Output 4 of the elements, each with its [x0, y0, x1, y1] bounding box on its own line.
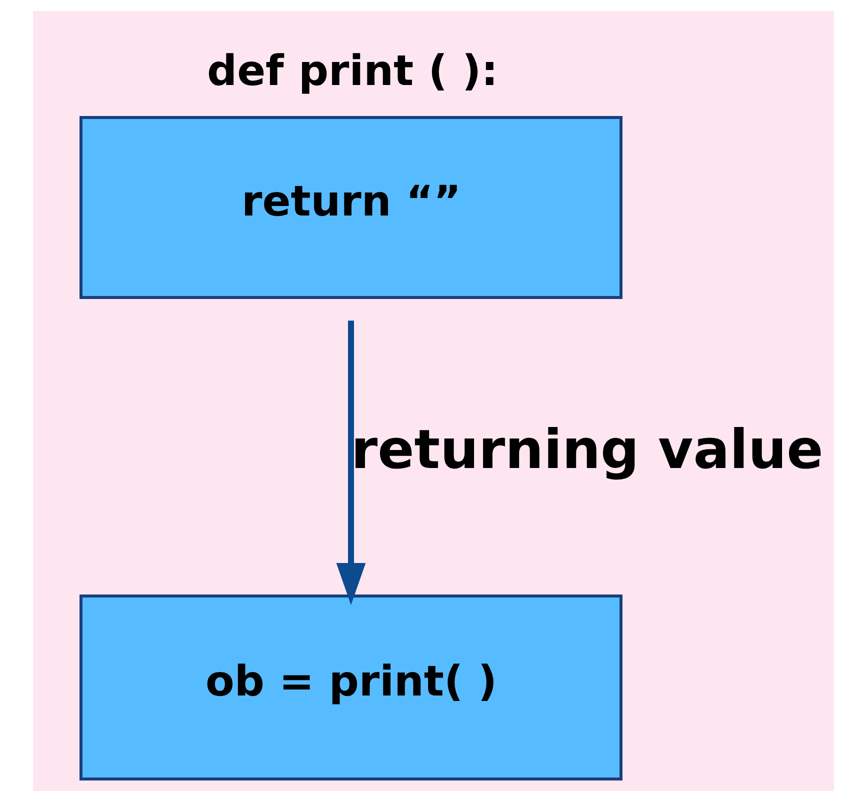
node-box: ob = print( ) — [80, 594, 622, 780]
node-label: def print ( ): — [207, 46, 498, 95]
arrow — [336, 320, 366, 605]
edge-label: returning value — [351, 418, 824, 481]
